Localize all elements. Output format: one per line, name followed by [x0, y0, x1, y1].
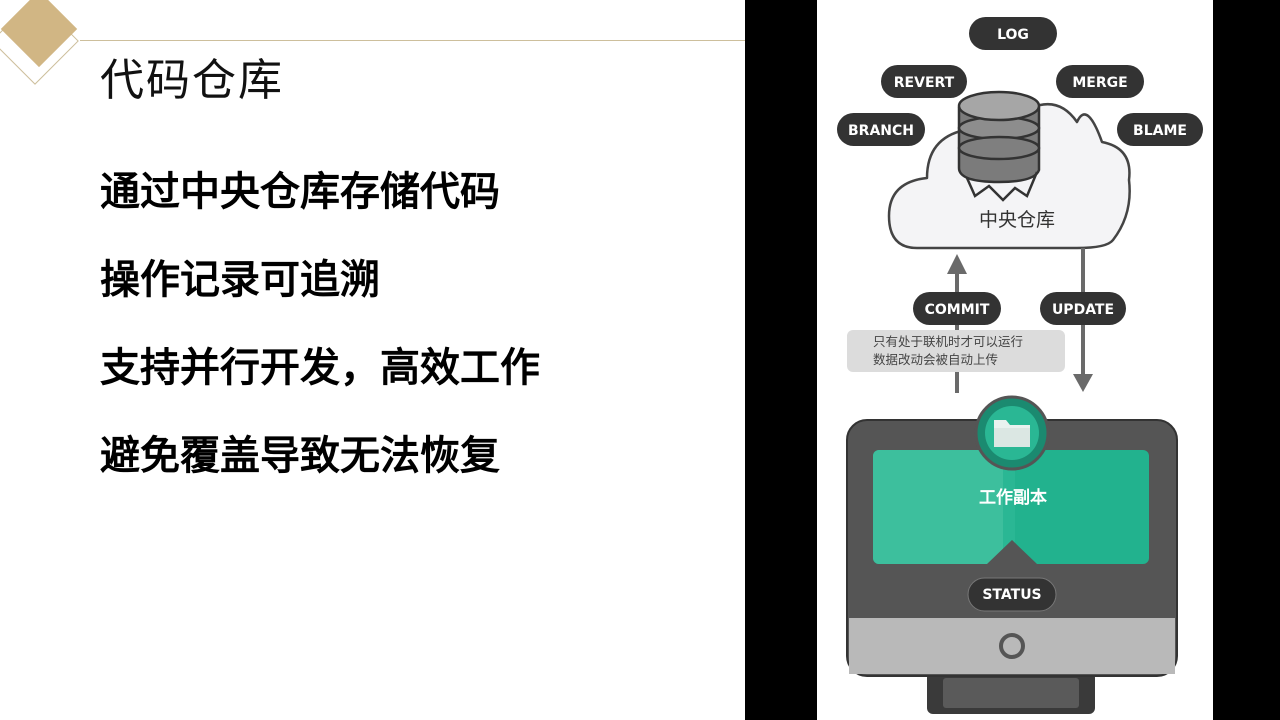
online-note-line2: 数据改动会被自动上传	[873, 352, 998, 367]
bullet-avoid-overwrite: 避免覆盖导致无法恢复	[100, 433, 500, 479]
folder-badge	[974, 395, 1050, 471]
pill-blame: BLAME	[1117, 113, 1203, 146]
vcs-diagram: LOG REVERT MERGE BRANCH BLAME	[817, 0, 1213, 720]
pill-update: UPDATE	[1040, 292, 1126, 325]
working-copy-screen: 工作副本	[873, 450, 1149, 564]
pill-update-label: UPDATE	[1052, 302, 1114, 318]
image-frame-left-bar	[745, 0, 817, 720]
pill-merge-label: MERGE	[1072, 75, 1127, 91]
pill-status-label: STATUS	[982, 587, 1041, 603]
pill-log: LOG	[969, 17, 1057, 50]
slide-title: 代码仓库	[100, 55, 284, 106]
online-note-line1: 只有处于联机时才可以运行	[873, 334, 1023, 349]
pill-blame-label: BLAME	[1133, 123, 1187, 139]
pill-branch: BRANCH	[837, 113, 925, 146]
database-icon	[957, 90, 1041, 202]
pill-log-label: LOG	[997, 27, 1029, 43]
title-divider-line	[80, 40, 745, 41]
pill-revert: REVERT	[881, 65, 967, 98]
bullet-parallel-development: 支持并行开发，高效工作	[100, 345, 540, 391]
central-repo-label: 中央仓库	[979, 209, 1055, 231]
pill-status: STATUS	[967, 577, 1057, 612]
pill-merge: MERGE	[1056, 65, 1144, 98]
pill-commit-label: COMMIT	[925, 302, 990, 318]
pill-branch-label: BRANCH	[848, 123, 914, 139]
bullet-traceable-history: 操作记录可追溯	[100, 257, 380, 303]
image-frame-right-bar	[1213, 0, 1280, 720]
working-copy-label: 工作副本	[979, 487, 1047, 508]
bullet-central-repo: 通过中央仓库存储代码	[100, 169, 500, 215]
online-note: 只有处于联机时才可以运行 数据改动会被自动上传	[847, 330, 1065, 372]
folder-icon	[994, 420, 1030, 447]
pill-revert-label: REVERT	[894, 75, 955, 91]
pill-commit: COMMIT	[913, 292, 1001, 325]
bullet-list: 通过中央仓库存储代码 操作记录可追溯 支持并行开发，高效工作 避免覆盖导致无法恢…	[100, 168, 540, 520]
